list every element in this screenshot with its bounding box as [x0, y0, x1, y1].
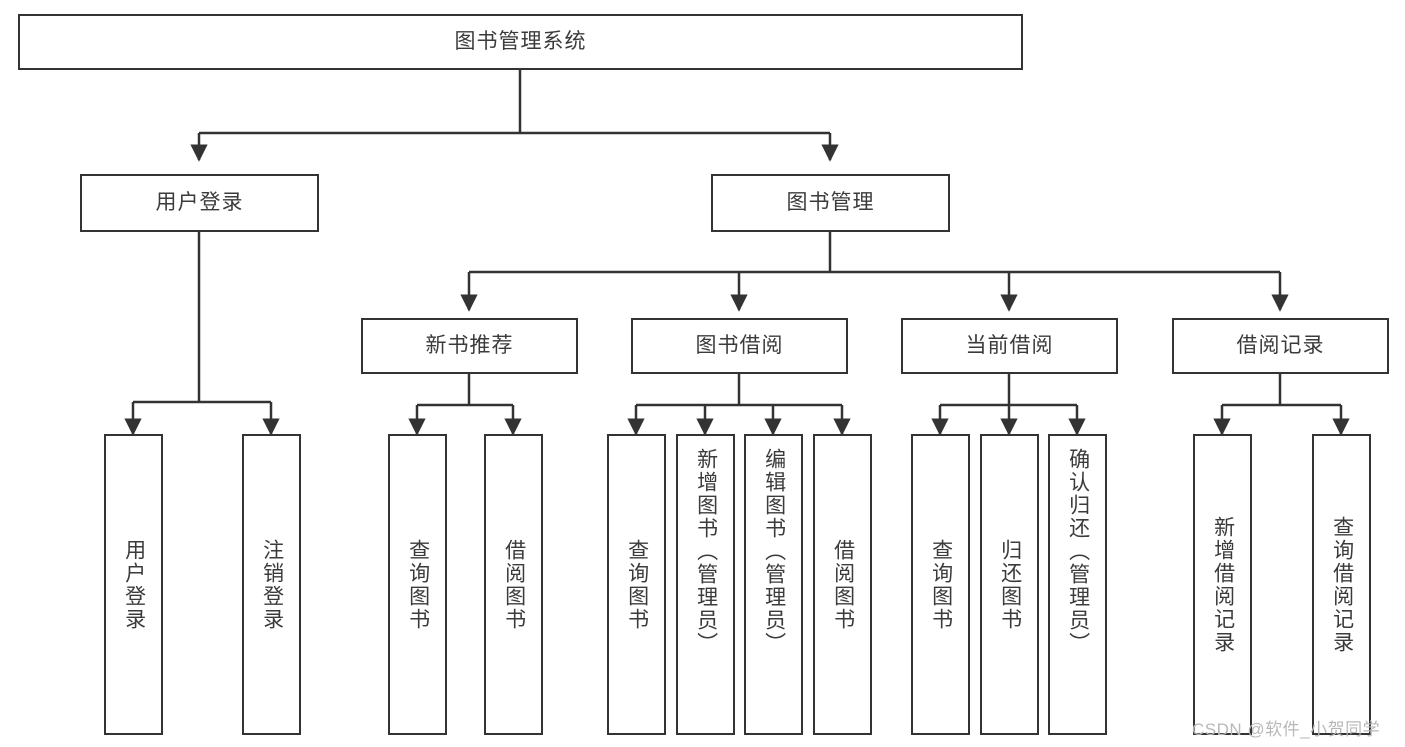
leaf-query-books-current-label: 查询图书 — [929, 538, 953, 631]
leaf-query-books-current[interactable]: 查询图书 — [911, 434, 970, 735]
node-book-management-label: 图书管理 — [786, 191, 875, 215]
leaf-user-login-label: 用户登录 — [122, 538, 146, 631]
node-root-label: 图书管理系统 — [454, 30, 587, 54]
leaf-query-borrow-record[interactable]: 查询借阅记录 — [1312, 434, 1371, 735]
node-borrow-records-label: 借阅记录 — [1236, 334, 1325, 358]
node-user-login[interactable]: 用户登录 — [80, 174, 319, 232]
node-root[interactable]: 图书管理系统 — [18, 14, 1023, 70]
node-new-book-recommend[interactable]: 新书推荐 — [361, 318, 578, 374]
node-current-borrow-label: 当前借阅 — [965, 334, 1054, 358]
leaf-confirm-return-admin-label: 确认归还（管理员） — [1066, 448, 1090, 655]
leaf-query-books-borrow[interactable]: 查询图书 — [607, 434, 666, 735]
node-book-management[interactable]: 图书管理 — [711, 174, 950, 232]
leaf-borrow-books-borrow-label: 借阅图书 — [831, 538, 855, 631]
node-new-book-recommend-label: 新书推荐 — [425, 334, 514, 358]
leaf-query-books-recommend-label: 查询图书 — [406, 538, 430, 631]
leaf-query-borrow-record-label: 查询借阅记录 — [1330, 515, 1354, 654]
node-book-borrow-label: 图书借阅 — [695, 334, 784, 358]
leaf-add-book-admin-label: 新增图书（管理员） — [694, 448, 718, 655]
leaf-edit-book-admin[interactable]: 编辑图书（管理员） — [744, 434, 803, 735]
leaf-add-borrow-record-label: 新增借阅记录 — [1211, 515, 1235, 654]
leaf-logout[interactable]: 注销登录 — [242, 434, 301, 735]
leaf-confirm-return-admin[interactable]: 确认归还（管理员） — [1048, 434, 1107, 735]
leaf-add-borrow-record[interactable]: 新增借阅记录 — [1193, 434, 1252, 735]
leaf-return-books-label: 归还图书 — [998, 538, 1022, 631]
leaf-edit-book-admin-label: 编辑图书（管理员） — [762, 448, 786, 655]
leaf-borrow-books-borrow[interactable]: 借阅图书 — [813, 434, 872, 735]
leaf-borrow-books-recommend-label: 借阅图书 — [502, 538, 526, 631]
node-current-borrow[interactable]: 当前借阅 — [901, 318, 1118, 374]
leaf-query-books-recommend[interactable]: 查询图书 — [388, 434, 447, 735]
node-borrow-records[interactable]: 借阅记录 — [1172, 318, 1389, 374]
leaf-user-login[interactable]: 用户登录 — [104, 434, 163, 735]
leaf-return-books[interactable]: 归还图书 — [980, 434, 1039, 735]
leaf-add-book-admin[interactable]: 新增图书（管理员） — [676, 434, 735, 735]
node-book-borrow[interactable]: 图书借阅 — [631, 318, 848, 374]
leaf-borrow-books-recommend[interactable]: 借阅图书 — [484, 434, 543, 735]
node-user-login-label: 用户登录 — [155, 191, 244, 215]
leaf-query-books-borrow-label: 查询图书 — [625, 538, 649, 631]
leaf-logout-label: 注销登录 — [260, 538, 284, 631]
watermark: CSDN @软件_小贺同学 — [1192, 720, 1381, 739]
